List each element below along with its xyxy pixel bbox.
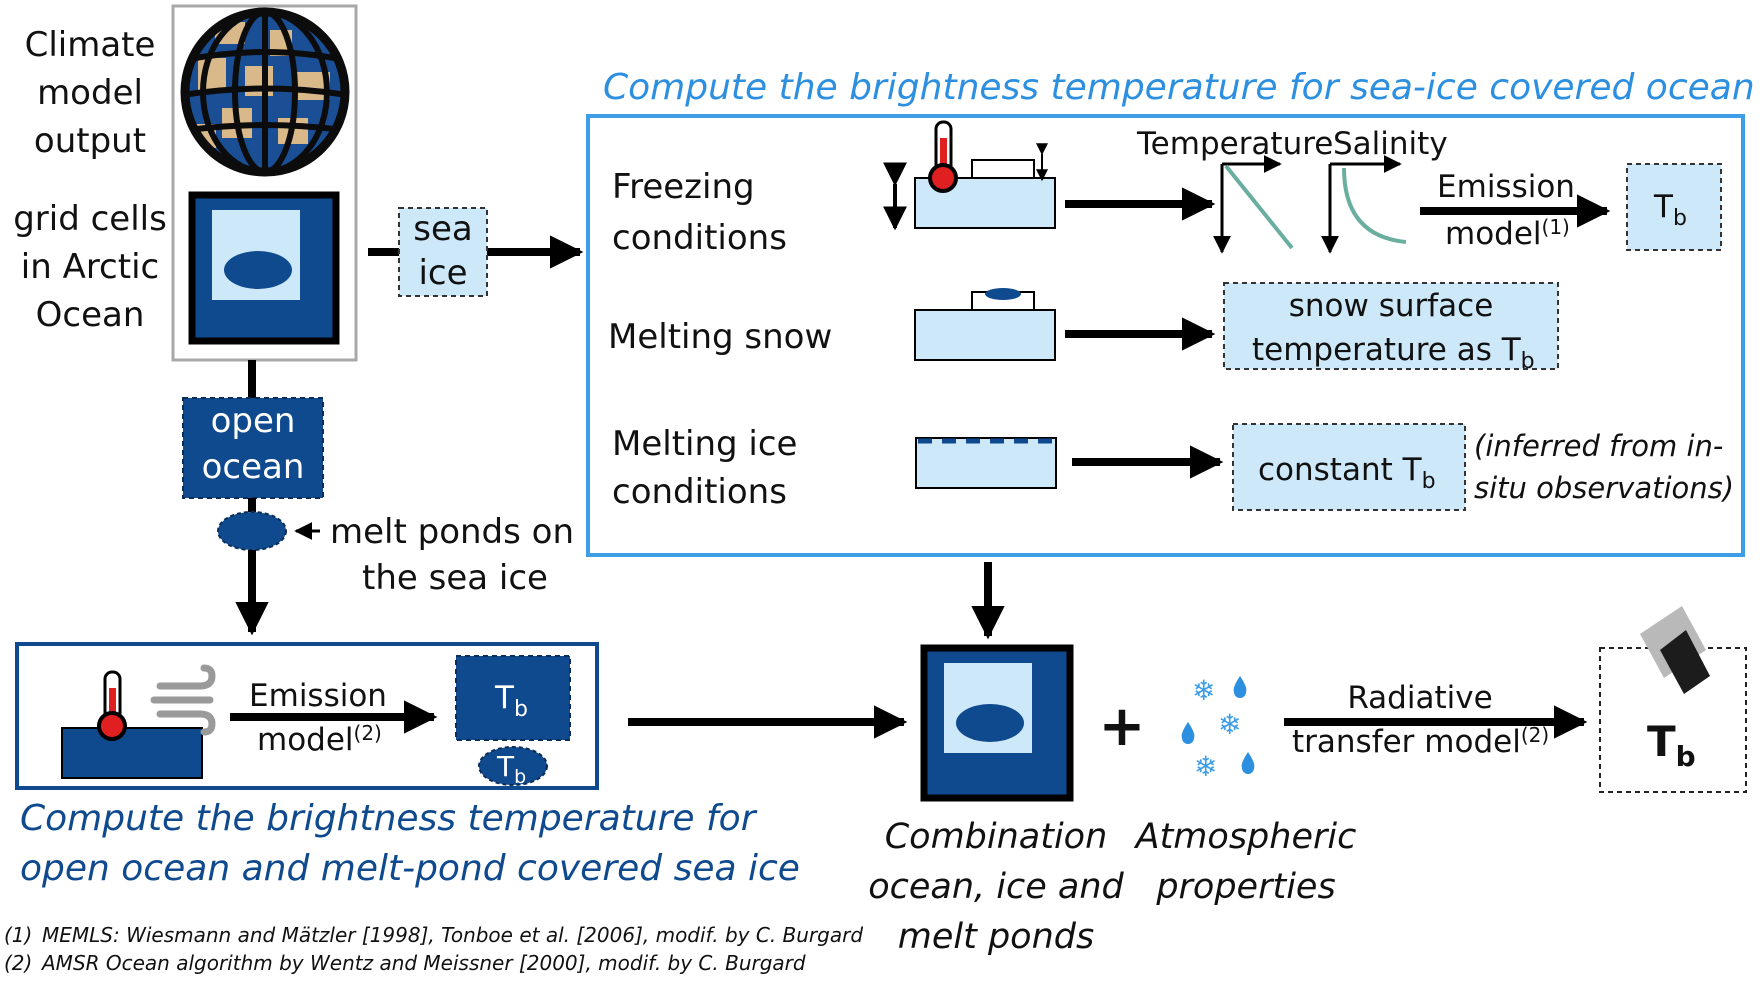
footnote-1: MEMLS: Wiesmann and Mätzler [1998], Tonb… bbox=[42, 923, 863, 947]
grid-cell-icon bbox=[188, 191, 340, 345]
melt-pond-tb-icon bbox=[478, 746, 548, 786]
climate-label-3: output bbox=[34, 121, 146, 161]
melting-ice-label-1: Melting ice bbox=[612, 424, 797, 464]
temperature-label: Temperature bbox=[1136, 126, 1333, 162]
open-ocean-panel bbox=[15, 642, 599, 790]
tb-box-ocean bbox=[455, 655, 571, 741]
droplet-icon-3 bbox=[1241, 752, 1255, 774]
freezing-ice-icon bbox=[883, 143, 1056, 231]
footnote-2-number: (2) bbox=[4, 951, 32, 975]
grid-label-2: in Arctic bbox=[21, 247, 159, 287]
snow-surface-box bbox=[1223, 282, 1559, 370]
final-tb: Tb bbox=[1647, 717, 1696, 773]
sea-ice-box bbox=[398, 207, 488, 297]
combination-label-3: melt ponds bbox=[898, 917, 1094, 957]
tb-ocean: Tb bbox=[494, 680, 528, 722]
radiative-label-1: Radiative bbox=[1347, 680, 1492, 716]
droplet-icon bbox=[1233, 676, 1247, 698]
combination-label-1: Combination bbox=[885, 817, 1108, 857]
melting-snow-icon bbox=[914, 288, 1056, 361]
tb-melt-pond: Tb bbox=[496, 750, 526, 788]
melt-ponds-label-1: melt ponds on bbox=[330, 512, 574, 552]
thermometer-icon bbox=[928, 120, 958, 193]
snowflake-icon-2: ❄ bbox=[1218, 708, 1241, 741]
open-ocean-label-2: ocean bbox=[202, 447, 305, 487]
atmos-label-2: properties bbox=[1155, 867, 1335, 907]
climate-label-1: Climate bbox=[25, 25, 156, 65]
sea-ice-panel bbox=[586, 114, 1745, 557]
open-ocean-label-1: open bbox=[211, 401, 296, 441]
melting-ice-icon bbox=[915, 437, 1057, 489]
thermometer-icon-ocean bbox=[97, 670, 127, 741]
footnote-1-number: (1) bbox=[4, 923, 32, 947]
droplet-icon-2 bbox=[1181, 722, 1195, 744]
source-frame bbox=[171, 4, 358, 362]
snowflake-icon-3: ❄ bbox=[1194, 750, 1217, 783]
salinity-label: Salinity bbox=[1333, 126, 1448, 162]
snow-surface-label-1: snow surface bbox=[1289, 288, 1494, 324]
open-ocean-title-2: open ocean and melt-pond covered sea ice bbox=[20, 848, 800, 889]
emission-model-1-label: Emission bbox=[1437, 169, 1575, 205]
salinity-profile-icon bbox=[1321, 155, 1407, 254]
atmosphere-icon: ❄ ❄ ❄ bbox=[1181, 674, 1255, 783]
grid-label-1: grid cells bbox=[13, 199, 167, 239]
constant-tb-box bbox=[1232, 423, 1466, 511]
climate-label-2: model bbox=[37, 73, 143, 113]
inferred-label-2: situ observations) bbox=[1474, 471, 1734, 505]
ocean-surface-icon bbox=[61, 727, 203, 779]
freezing-label-2: conditions bbox=[612, 218, 787, 258]
source-labels: Climate model output grid cells in Arcti… bbox=[13, 25, 167, 335]
freezing-label-1: Freezing bbox=[612, 167, 755, 207]
emission-model-2-label-2: model(2) bbox=[257, 721, 382, 758]
tb-box-freezing bbox=[1626, 163, 1722, 251]
snow-surface-label-2: temperature as Tb bbox=[1252, 332, 1535, 374]
wind-icon bbox=[150, 664, 216, 736]
footnote-2: AMSR Ocean algorithm by Wentz and Meissn… bbox=[40, 951, 806, 975]
open-ocean-box bbox=[182, 397, 324, 499]
melt-pond-icon bbox=[217, 511, 287, 551]
sea-ice-panel-title: Compute the brightness temperature for s… bbox=[603, 67, 1755, 108]
grid-label-3: Ocean bbox=[36, 295, 145, 335]
combination-label-2: ocean, ice and bbox=[868, 867, 1124, 907]
satellite-icon bbox=[1640, 606, 1710, 694]
tb-freezing: Tb bbox=[1653, 189, 1687, 231]
emission-model-1-label-2: model(1) bbox=[1445, 215, 1570, 252]
atmos-label-1: Atmospheric bbox=[1134, 817, 1357, 857]
plus-sign: + bbox=[1099, 694, 1146, 759]
melting-ice-label-2: conditions bbox=[612, 472, 787, 512]
sea-ice-label-1: sea bbox=[413, 209, 472, 249]
snowflake-icon: ❄ bbox=[1192, 674, 1215, 707]
radiative-label-2: transfer model(2) bbox=[1292, 723, 1549, 760]
emission-model-2-label: Emission bbox=[249, 678, 387, 714]
temperature-profile-icon bbox=[1213, 155, 1294, 254]
constant-tb-label: constant Tb bbox=[1258, 452, 1436, 494]
globe-icon bbox=[180, 7, 350, 177]
melt-ponds-label-2: the sea ice bbox=[362, 558, 548, 598]
inferred-label-1: (inferred from in- bbox=[1474, 429, 1723, 463]
open-ocean-title-1: Compute the brightness temperature for bbox=[20, 798, 758, 839]
sea-ice-label-2: ice bbox=[418, 253, 467, 293]
melting-snow-label: Melting snow bbox=[608, 317, 832, 357]
combination-grid-icon bbox=[920, 644, 1074, 802]
